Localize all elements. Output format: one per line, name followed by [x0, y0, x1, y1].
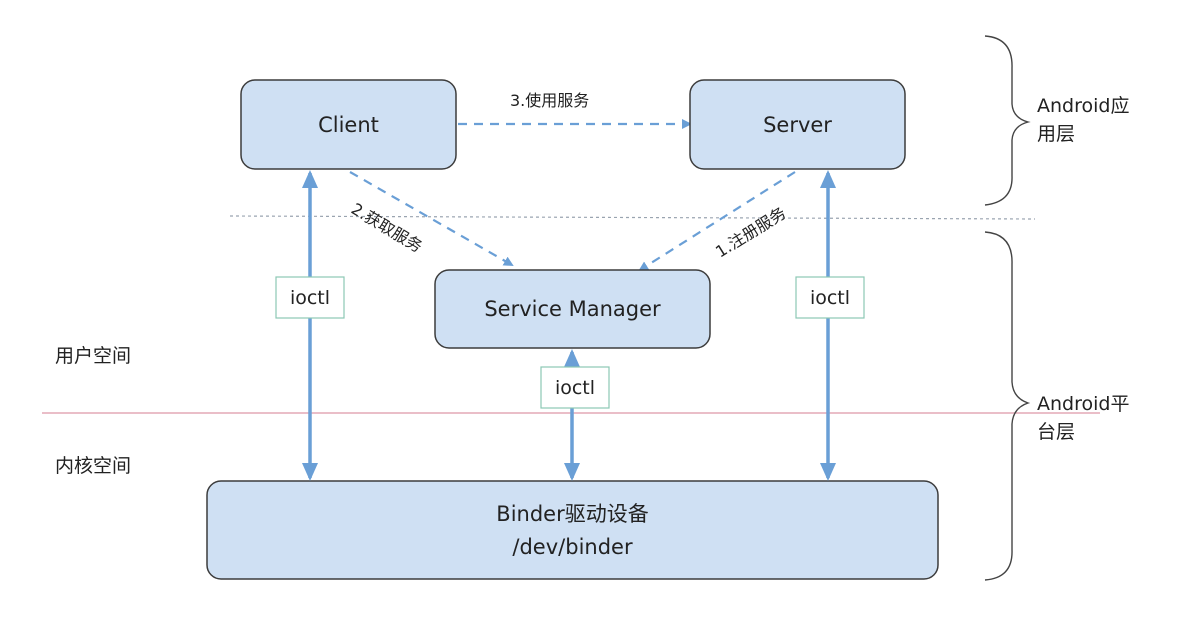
ioctl-service-manager-box [540, 366, 610, 409]
platform-layer-label-line2: 台层 [1037, 421, 1075, 443]
user-space-label: 用户空间 [55, 345, 131, 367]
platform-layer-label: Android平 台层 [1037, 393, 1136, 443]
app-layer-label-line2: 用层 [1037, 123, 1075, 145]
ioctl-server-box [795, 276, 865, 319]
ioctl-server-label: ioctl [810, 287, 850, 309]
register-service-arrow [638, 171, 796, 272]
kernel-space-label: 内核空间 [55, 455, 131, 477]
ioctl-client-label: ioctl [290, 287, 330, 309]
client-label: Client [318, 113, 379, 137]
ioctl-service-manager-label: ioctl [555, 377, 595, 399]
app-layer-bracket [984, 35, 1031, 206]
server-box [689, 79, 906, 170]
platform-layer-bracket [984, 231, 1031, 581]
server-label: Server [763, 113, 832, 137]
use-service-label: 3.使用服务 [510, 91, 589, 110]
app-layer-label-line1: Android应 [1037, 95, 1129, 117]
service-manager-box [434, 269, 711, 349]
get-service-label: 2.获取服务 [348, 199, 426, 256]
binder-driver-label: Binder驱动设备 [496, 502, 648, 526]
ioctl-client-box [275, 276, 345, 319]
service-manager-label: Service Manager [484, 297, 661, 321]
register-service-label: 1.注册服务 [712, 203, 789, 261]
client-box [240, 79, 457, 170]
app-platform-divider [229, 215, 1036, 220]
binder-device-path-label: /dev/binder [512, 535, 633, 559]
app-layer-label: Android应 用层 [1037, 95, 1136, 145]
platform-layer-label-line1: Android平 [1037, 393, 1129, 415]
binder-driver-box [206, 480, 939, 580]
